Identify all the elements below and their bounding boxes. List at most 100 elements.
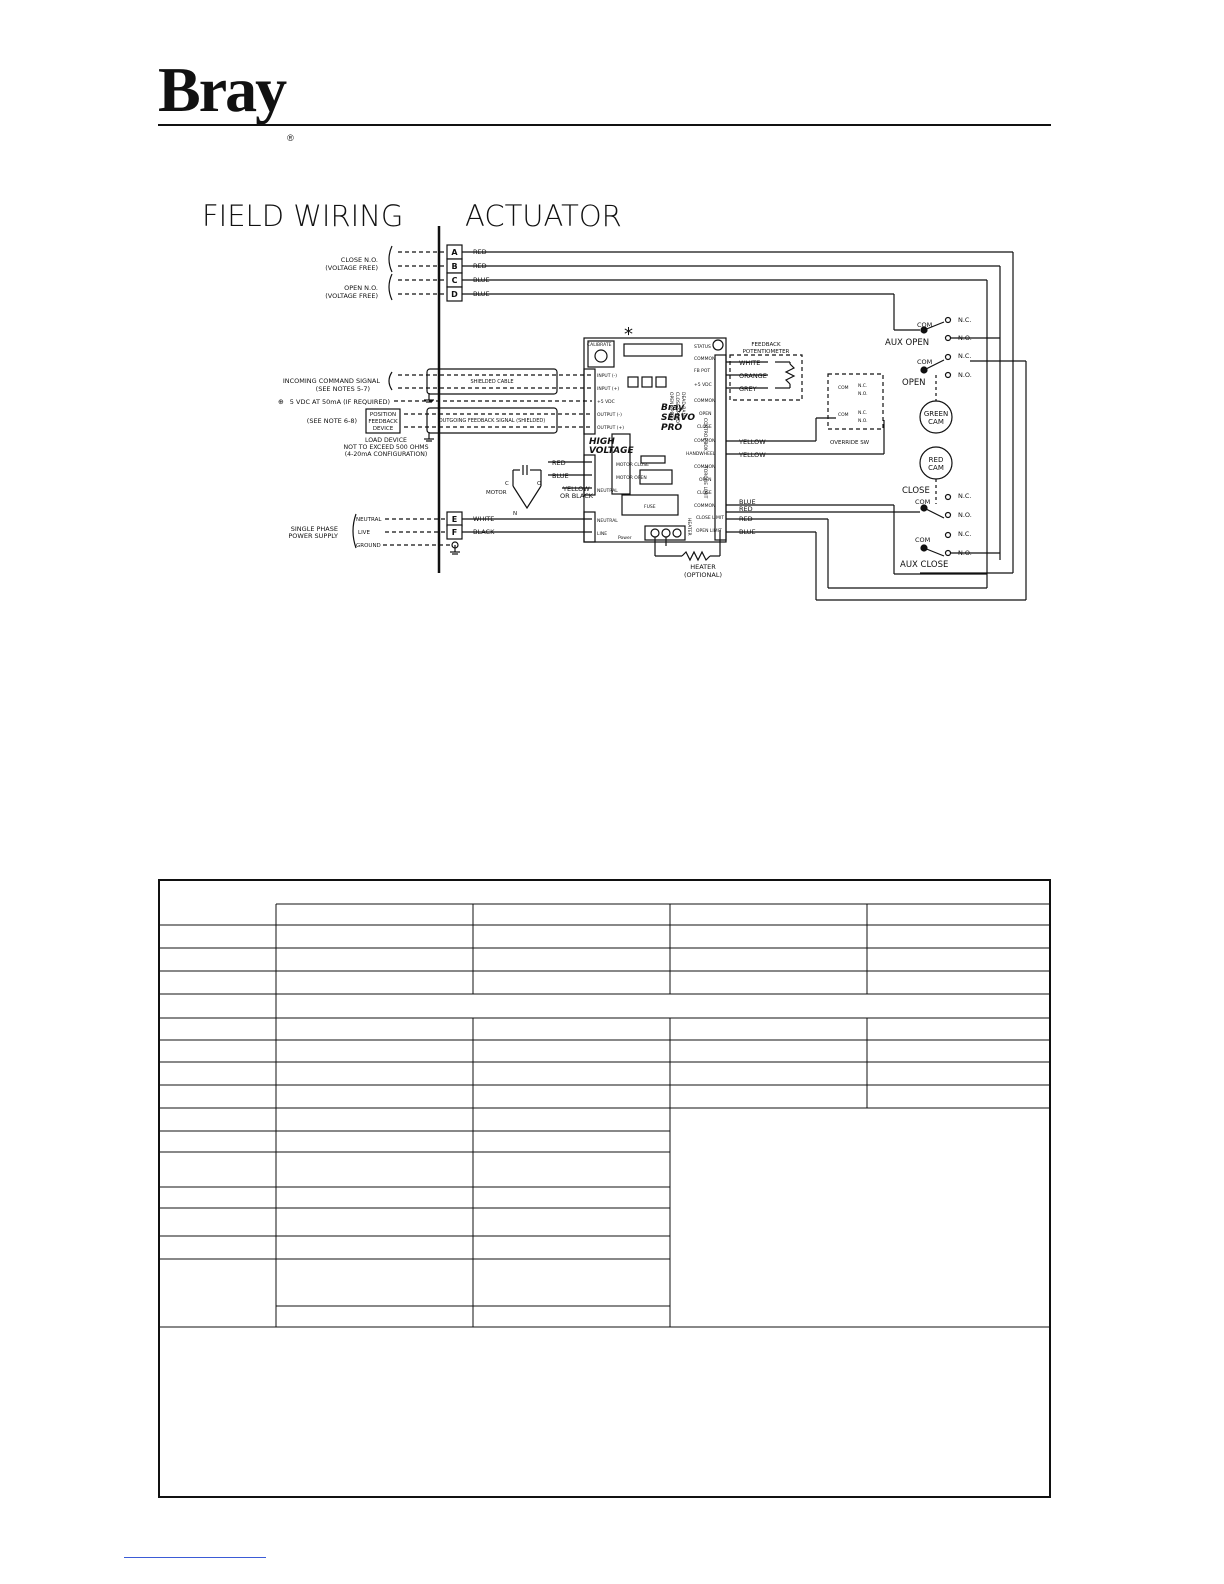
red-cam-label-2: CAM xyxy=(928,464,944,472)
override-nc-1: N.C. xyxy=(858,383,867,389)
neutral-field-label: NEUTRAL xyxy=(356,517,382,523)
footer-link-underline xyxy=(124,1557,266,1558)
term-close-2: CLOSE xyxy=(697,490,712,496)
term-common-5: COMMON xyxy=(694,503,715,509)
open-label: OPEN xyxy=(902,378,926,388)
status-label: STATUS xyxy=(694,344,711,350)
term-common-1: COMMON xyxy=(694,356,715,362)
red-cam-label-1: RED xyxy=(929,456,944,464)
motor-o-label: O xyxy=(537,481,542,487)
spec-table-grid xyxy=(160,903,1049,1328)
pot-wire-orange: ORANGE xyxy=(739,372,767,380)
open-no: N.O. xyxy=(958,371,972,379)
vdc-label: 5 VDC AT 50mA (IF REQUIRED) xyxy=(290,398,390,406)
calibrate-button xyxy=(587,340,615,368)
pot-label-dead-band: DEAD BAND xyxy=(680,392,686,420)
brand-bray: Bray xyxy=(661,403,685,413)
ground-field-label: GROUND xyxy=(356,543,381,549)
pot-wire-grey: GREY xyxy=(739,385,757,393)
motor-wire-blue: BLUE xyxy=(552,472,569,480)
open-no-sub: (VOLTAGE FREE) xyxy=(325,292,378,300)
position-label-3: DEVICE xyxy=(373,426,394,432)
open-nc: N.C. xyxy=(958,352,972,360)
fuse-label: FUSE xyxy=(644,504,656,510)
aux-open-com: COM xyxy=(917,321,932,329)
position-label-1: POSITION xyxy=(370,412,396,418)
term-common-4: COMMON xyxy=(694,464,715,470)
hv-neutral: NEUTRAL xyxy=(597,488,618,494)
fuse xyxy=(621,494,679,516)
high-label: HIGH xyxy=(589,437,615,447)
feedback-potentiometer xyxy=(729,354,803,401)
aux-close-no: N.O. xyxy=(958,549,972,557)
heater-optional: (OPTIONAL) xyxy=(684,571,722,579)
vdc-board-label: +5 VDC xyxy=(597,399,615,405)
input-minus-label: INPUT (-) xyxy=(597,373,617,379)
pot-label-close-speed: CLOSE SPEED xyxy=(674,392,680,423)
terminal-e-label: E xyxy=(452,515,457,524)
green-cam-label-2: CAM xyxy=(928,418,944,426)
override-switch xyxy=(827,373,884,430)
term-open-2: OPEN xyxy=(699,477,711,483)
override-com-1: COM xyxy=(838,385,849,391)
aux-close-com: COM xyxy=(915,536,930,544)
outgoing-cable xyxy=(426,407,558,434)
input-plus-label: INPUT (+) xyxy=(597,386,619,392)
terminal-a-label: A xyxy=(451,248,458,257)
header-rule xyxy=(158,124,1051,126)
feedback-title-1: FEEDBACK xyxy=(751,342,781,348)
live-field-label: LIVE xyxy=(358,530,370,536)
yellow-wire-1: YELLOW xyxy=(738,438,766,446)
see-note-label: (SEE NOTE 6-8) xyxy=(307,417,357,425)
outgoing-cable-label: OUTGOING FEEDBACK SIGNAL (SHIELDED) xyxy=(439,418,546,424)
registered-mark: ® xyxy=(287,132,294,143)
override-label: OVERRIDE SW xyxy=(830,440,870,446)
term-common-2: COMMON xyxy=(694,398,715,404)
incoming-sub: (SEE NOTES 5-7) xyxy=(316,385,370,393)
term-close-limit: CLOSE LIMIT xyxy=(696,515,724,521)
close-no-label: CLOSE N.O. xyxy=(341,256,378,264)
heater-label: HEATER xyxy=(690,563,716,571)
limit-wire-red-2: RED xyxy=(739,515,753,523)
term-close-1: CLOSE xyxy=(697,424,712,430)
aux-close-nc: N.C. xyxy=(958,530,972,538)
motor-wire-black: OR BLACK xyxy=(560,492,594,500)
aux-close-label: AUX CLOSE xyxy=(900,560,948,570)
term-vdc: +5 VDC xyxy=(694,382,712,388)
wiring-diagram: A B C D E F RED RED BLUE BLUE WHITE BLAC… xyxy=(278,226,1027,601)
term-handwheel: HANDWHEEL xyxy=(686,451,716,457)
asterisk: * xyxy=(624,324,633,345)
limit-wire-red-1: RED xyxy=(739,505,753,513)
motor-c-label: C xyxy=(505,481,509,487)
terminal-f xyxy=(446,524,463,540)
motor-n-label: N xyxy=(513,511,517,517)
motor-wire-yellow: YELLOW xyxy=(562,485,590,493)
close-no-sub: (VOLTAGE FREE) xyxy=(325,264,378,272)
aux-open-no: N.O. xyxy=(958,334,972,342)
wire-label-c: BLUE xyxy=(473,276,490,284)
term-open-limit: OPEN LIMIT xyxy=(696,528,722,534)
term-common-3: COMMON xyxy=(694,438,715,444)
position-feedback-device xyxy=(365,408,401,434)
shielded-cable xyxy=(426,368,558,395)
shielded-cable-label: SHIELDED CABLE xyxy=(470,379,513,385)
terminal-d xyxy=(446,286,463,302)
board-neutral-label: NEUTRAL xyxy=(597,518,618,524)
wire-label-b: RED xyxy=(473,262,487,270)
voltage-label: VOLTAGE xyxy=(589,446,634,456)
override-com-2: COM xyxy=(838,412,849,418)
motor-label: MOTOR xyxy=(486,490,507,496)
override-no-1: N.O. xyxy=(858,391,868,397)
close-label: CLOSE xyxy=(902,486,930,496)
power-supply-label: POWER SUPPLY xyxy=(288,532,338,540)
wire-label-e: WHITE xyxy=(473,515,494,523)
spec-table xyxy=(158,879,1051,1498)
terminal-b-label: B xyxy=(451,262,457,271)
terminal-d-label: D xyxy=(451,290,458,299)
override-nc-2: N.C. xyxy=(858,410,867,416)
limit-wire-blue-1: BLUE xyxy=(739,498,756,506)
terminal-f-label: F xyxy=(452,528,457,537)
bray-logo: Bray® xyxy=(158,58,294,143)
control-box-label: CONTROL BOX xyxy=(702,418,708,451)
aux-open-label: AUX OPEN xyxy=(885,338,929,348)
